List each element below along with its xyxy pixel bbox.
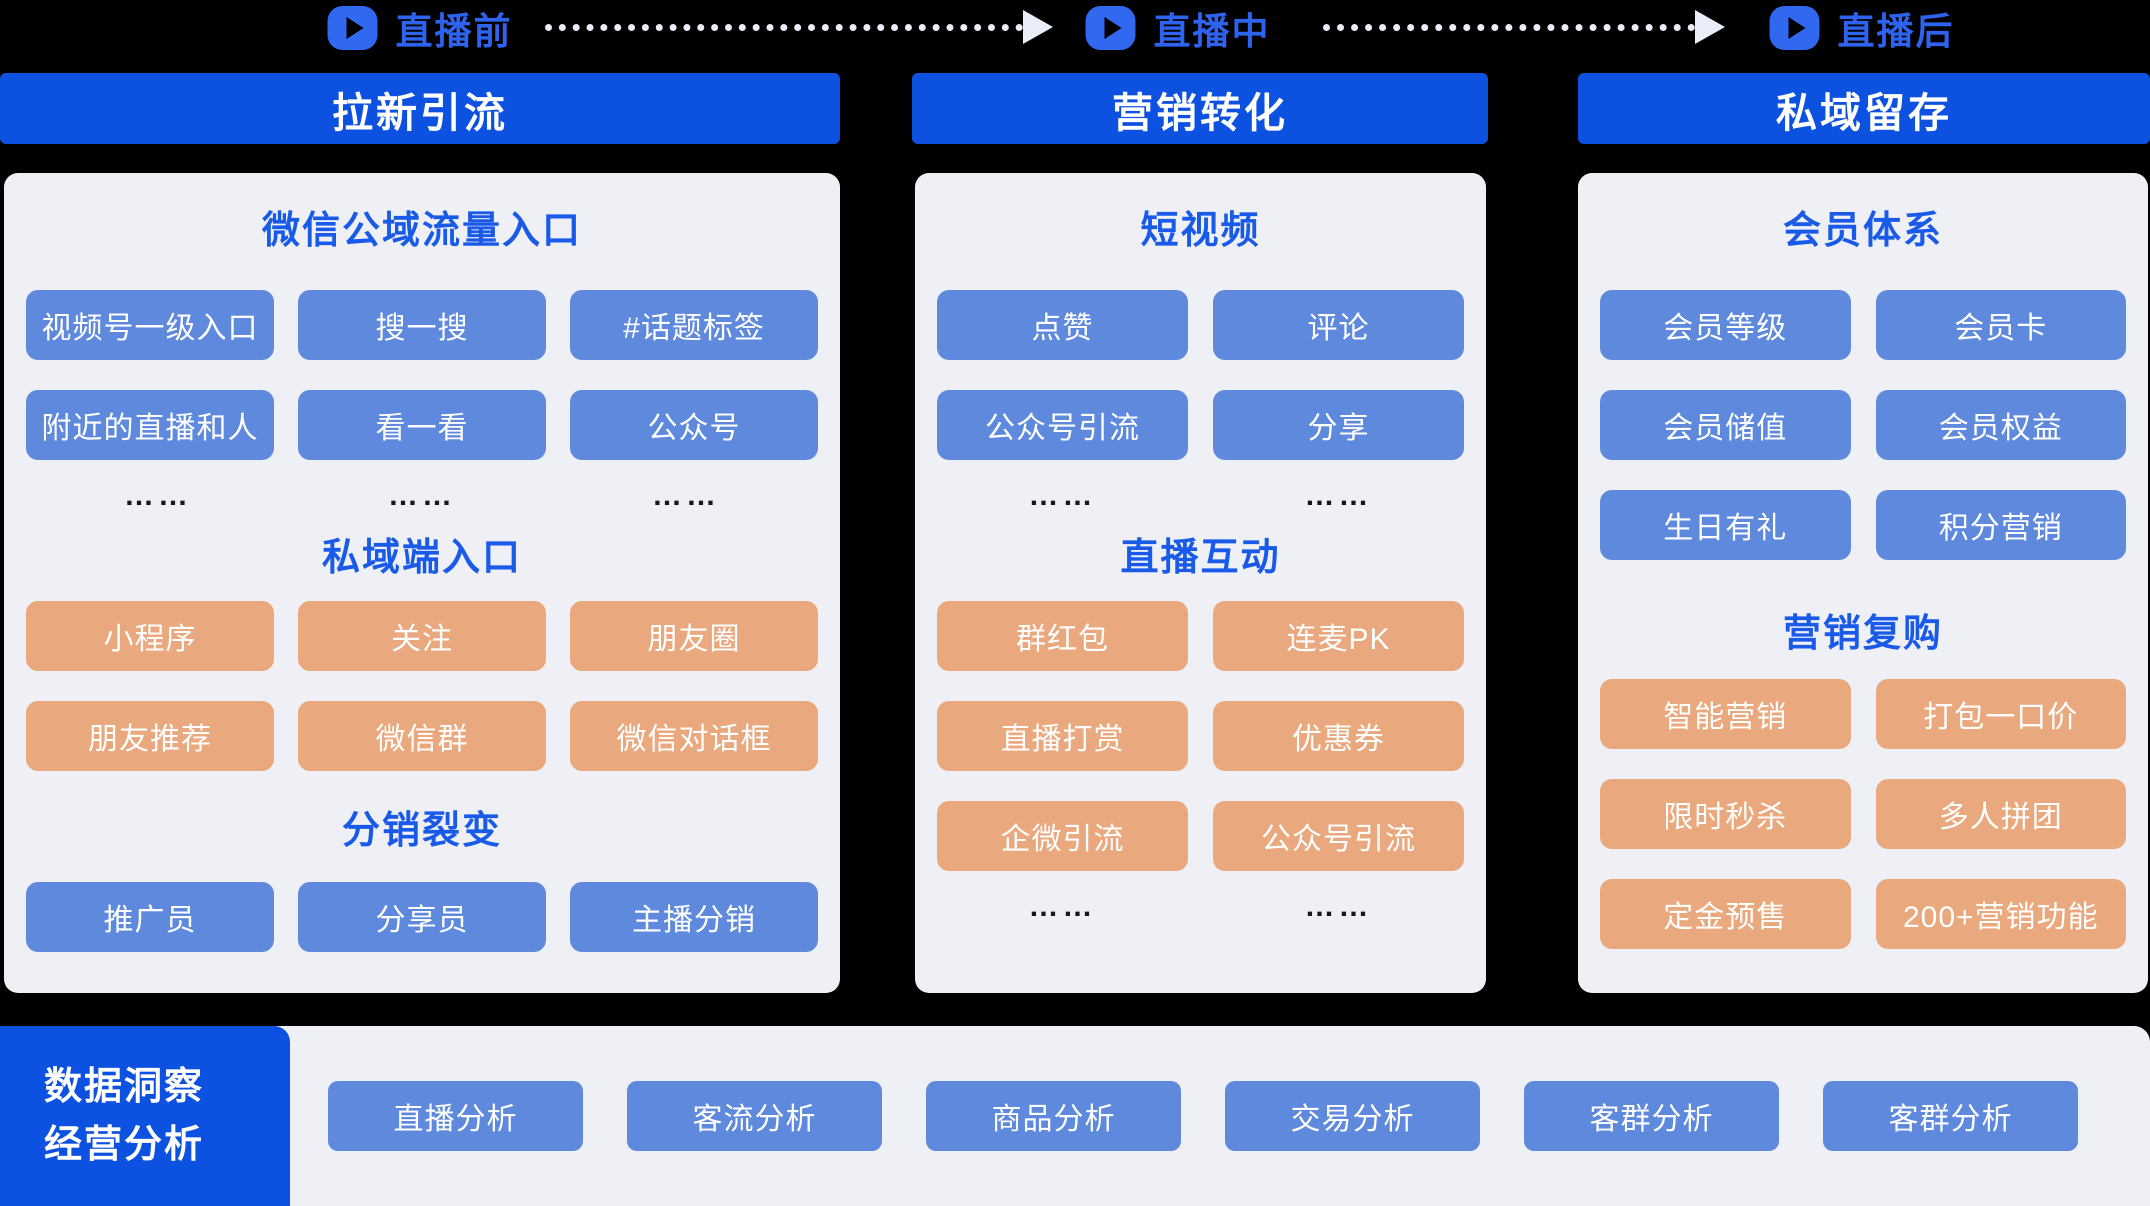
panel-acquisition: 微信公域流量入口 视频号一级入口 搜一搜 #话题标签 附近的直播和人 看一看 公… xyxy=(4,173,840,993)
feature-chip: 定金预售 xyxy=(1600,879,1851,949)
panel-retention: 会员体系 会员等级 会员卡 会员储值 会员权益 生日有礼 积分营销 营销复购 智… xyxy=(1578,173,2148,993)
feature-chip: 企微引流 xyxy=(937,801,1188,871)
section-title: 私域端入口 xyxy=(321,537,522,579)
ellipsis: …… xyxy=(1028,479,1097,512)
ellipsis: …… xyxy=(388,479,456,512)
play-icon xyxy=(327,6,378,50)
section-title: 营销复购 xyxy=(1782,613,1943,655)
feature-chip: 微信对话框 xyxy=(570,701,818,771)
feature-chip: 会员权益 xyxy=(1875,390,2126,460)
ellipsis: …… xyxy=(1304,479,1373,512)
play-icon xyxy=(1769,6,1820,50)
analytics-chip: 直播分析 xyxy=(328,1081,583,1151)
feature-chip: 搜一搜 xyxy=(298,290,546,360)
feature-chip: 附近的直播和人 xyxy=(26,390,274,460)
analytics-chip: 客群分析 xyxy=(1524,1081,1779,1151)
column-header-acquisition: 拉新引流 xyxy=(0,73,840,144)
feature-chip: 群红包 xyxy=(937,601,1188,671)
phase-after-live: 直播后 xyxy=(1769,4,1955,52)
ellipsis: …… xyxy=(1304,890,1373,923)
phase-label: 直播前 xyxy=(395,11,513,52)
feature-chip: 公众号引流 xyxy=(1213,801,1464,871)
arrow-right-icon xyxy=(1323,10,1725,44)
feature-chip: 智能营销 xyxy=(1600,679,1851,749)
feature-chip: 推广员 xyxy=(26,882,274,952)
feature-chip: 分享 xyxy=(1213,390,1464,460)
feature-chip: 公众号 xyxy=(570,390,818,460)
ellipsis: …… xyxy=(124,479,192,512)
insight-line: 数据洞察 xyxy=(44,1066,205,1108)
feature-chip: 多人拼团 xyxy=(1875,779,2126,849)
feature-chip: 点赞 xyxy=(937,290,1188,360)
panel-conversion: 短视频 点赞 评论 公众号引流 分享 …… …… 直播互动 群红包 连麦PK 直… xyxy=(915,173,1486,993)
analytics-chip: 客流分析 xyxy=(627,1081,882,1151)
feature-chip: 连麦PK xyxy=(1213,601,1464,671)
analytics-chip: 客群分析 xyxy=(1823,1081,2078,1151)
feature-chip: 朋友圈 xyxy=(570,601,818,671)
section-title: 分销裂变 xyxy=(341,810,502,852)
feature-chip: 视频号一级入口 xyxy=(26,290,274,360)
feature-chip: 评论 xyxy=(1213,290,1464,360)
arrow-right-icon xyxy=(545,10,1053,44)
feature-chip: 朋友推荐 xyxy=(26,701,274,771)
feature-chip: 打包一口价 xyxy=(1875,679,2126,749)
feature-chip: 关注 xyxy=(298,601,546,671)
phase-before-live: 直播前 xyxy=(327,4,513,52)
section-title: 直播互动 xyxy=(1120,537,1281,579)
analytics-chip: 商品分析 xyxy=(926,1081,1181,1151)
section-title: 会员体系 xyxy=(1782,210,1943,252)
feature-chip: 直播打赏 xyxy=(937,701,1188,771)
insight-line: 经营分析 xyxy=(44,1124,205,1166)
feature-chip: 看一看 xyxy=(298,390,546,460)
feature-chip: 公众号引流 xyxy=(937,390,1188,460)
feature-chip: 会员等级 xyxy=(1600,290,1851,360)
feature-chip: 会员卡 xyxy=(1875,290,2126,360)
analytics-strip: 数据洞察 经营分析 直播分析 客流分析 商品分析 交易分析 客群分析 客群分析 xyxy=(0,1026,2150,1206)
play-icon xyxy=(1085,6,1136,50)
section-title: 短视频 xyxy=(1140,210,1261,252)
feature-chip: 200+营销功能 xyxy=(1875,879,2126,949)
ellipsis: …… xyxy=(652,479,720,512)
analytics-chip: 交易分析 xyxy=(1225,1081,1480,1151)
data-insight-box: 数据洞察 经营分析 xyxy=(0,1026,290,1206)
feature-chip: 优惠券 xyxy=(1213,701,1464,771)
column-header-retention: 私域留存 xyxy=(1578,73,2150,144)
feature-chip: 主播分销 xyxy=(570,882,818,952)
feature-chip: #话题标签 xyxy=(570,290,818,360)
phase-label: 直播后 xyxy=(1837,11,1955,52)
feature-chip: 分享员 xyxy=(298,882,546,952)
feature-chip: 微信群 xyxy=(298,701,546,771)
section-title: 微信公域流量入口 xyxy=(261,210,582,252)
feature-chip: 小程序 xyxy=(26,601,274,671)
phase-during-live: 直播中 xyxy=(1085,4,1271,52)
feature-chip: 限时秒杀 xyxy=(1600,779,1851,849)
ellipsis: …… xyxy=(1028,890,1097,923)
feature-chip: 积分营销 xyxy=(1875,490,2126,560)
column-header-conversion: 营销转化 xyxy=(912,73,1488,144)
phase-label: 直播中 xyxy=(1153,11,1271,52)
feature-chip: 生日有礼 xyxy=(1600,490,1851,560)
feature-chip: 会员储值 xyxy=(1600,390,1851,460)
